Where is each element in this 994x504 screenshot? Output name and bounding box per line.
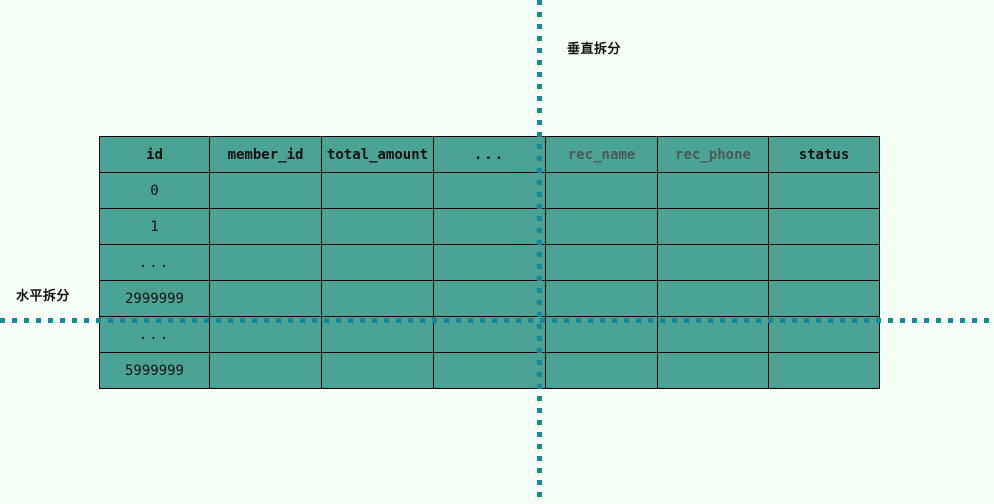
horizontal-split-line-overlay: [0, 318, 994, 323]
cell-total-amount: [321, 280, 434, 317]
cell-id: 5999999: [99, 352, 210, 389]
cell-id: ...: [99, 244, 210, 281]
cell-member-id: [209, 172, 322, 209]
order-table: id member_id total_amount ... rec_name r…: [99, 136, 880, 389]
table-row: 1: [99, 208, 880, 245]
cell-id: 2999999: [99, 280, 210, 317]
table-header-row: id member_id total_amount ... rec_name r…: [99, 136, 880, 173]
cell-rec-phone: [657, 208, 769, 245]
cell-rec-name: [545, 208, 658, 245]
cell-id: 0: [99, 172, 210, 209]
table-row: 5999999: [99, 352, 880, 389]
cell-total-amount: [321, 244, 434, 281]
cell-more: [433, 208, 546, 245]
cell-rec-phone: [657, 172, 769, 209]
cell-rec-name: [545, 244, 658, 281]
vertical-split-label: 垂直拆分: [567, 42, 622, 57]
vertical-split-line-overlay: [537, 0, 542, 504]
column-header-total-amount: total_amount: [321, 136, 434, 173]
cell-more: [433, 244, 546, 281]
table-row: 2999999: [99, 280, 880, 317]
cell-status: [768, 244, 880, 281]
cell-more: [433, 352, 546, 389]
cell-rec-name: [545, 172, 658, 209]
cell-member-id: [209, 208, 322, 245]
cell-more: [433, 280, 546, 317]
cell-status: [768, 172, 880, 209]
table-row: ...: [99, 244, 880, 281]
cell-status: [768, 280, 880, 317]
cell-total-amount: [321, 208, 434, 245]
column-header-more: ...: [433, 136, 546, 173]
cell-total-amount: [321, 352, 434, 389]
column-header-member-id: member_id: [209, 136, 322, 173]
cell-rec-name: [545, 280, 658, 317]
cell-rec-phone: [657, 280, 769, 317]
cell-more: [433, 172, 546, 209]
cell-member-id: [209, 244, 322, 281]
cell-status: [768, 208, 880, 245]
column-header-status: status: [768, 136, 880, 173]
cell-total-amount: [321, 172, 434, 209]
horizontal-split-label: 水平拆分: [16, 289, 71, 304]
cell-id: 1: [99, 208, 210, 245]
cell-member-id: [209, 280, 322, 317]
column-header-rec-name: rec_name: [545, 136, 658, 173]
cell-member-id: [209, 352, 322, 389]
cell-rec-phone: [657, 352, 769, 389]
cell-rec-phone: [657, 244, 769, 281]
cell-status: [768, 352, 880, 389]
column-header-id: id: [99, 136, 210, 173]
cell-rec-name: [545, 352, 658, 389]
column-header-rec-phone: rec_phone: [657, 136, 769, 173]
table-row: 0: [99, 172, 880, 209]
